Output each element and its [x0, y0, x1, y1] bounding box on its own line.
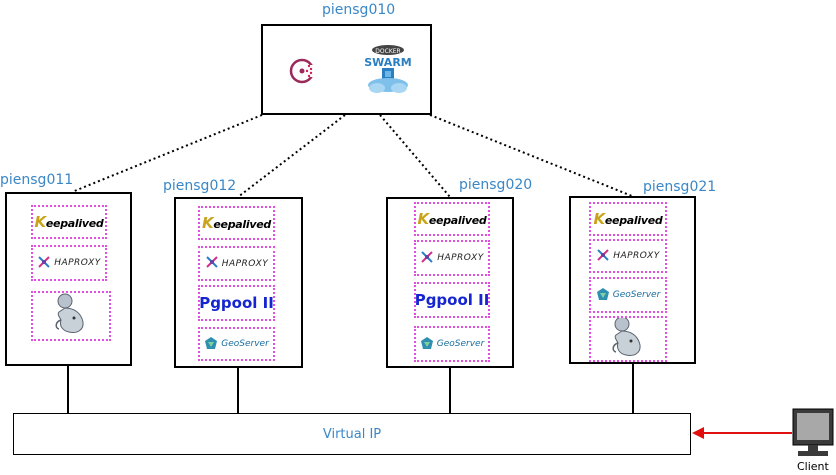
postgresql-elephant-icon	[49, 293, 93, 339]
keepalived-service: Keepalived	[198, 206, 275, 240]
pgpool-label: Pgpool II	[414, 291, 490, 309]
haproxy-icon	[420, 249, 434, 268]
virtual-ip-box: Virtual IP	[13, 413, 691, 455]
pgpool-service: Pgpool II	[198, 285, 275, 321]
geoserver-label: GeoServer	[612, 290, 661, 300]
geoserver-label: GeoServer	[221, 339, 269, 349]
postgresql-elephant-icon	[606, 318, 650, 360]
haproxy-service: HAPROXY	[414, 240, 490, 276]
svg-text:DOCKER: DOCKER	[375, 48, 400, 55]
computer-monitor-icon	[792, 408, 834, 464]
svg-text:SWARM: SWARM	[364, 56, 412, 69]
pgpool-label: Pgpool II	[199, 294, 274, 312]
link-010-020	[379, 114, 451, 198]
node-012-hostname: piensg012	[163, 178, 237, 194]
link-010-011	[71, 114, 263, 193]
haproxy-service: HAPROXY	[31, 245, 107, 281]
geoserver-service: GeoServer	[589, 277, 667, 313]
virtual-ip-label: Virtual IP	[322, 426, 382, 442]
node-011-hostname: piensg011	[0, 172, 74, 188]
pgpool-service: Pgpool II	[414, 282, 490, 318]
link-010-012	[237, 114, 346, 198]
geoserver-label: GeoServer	[436, 339, 485, 349]
haproxy-icon	[596, 247, 610, 266]
keepalived-service: Keepalived	[589, 202, 667, 236]
client-label: Client	[797, 460, 829, 473]
client-arrow-head	[692, 427, 704, 439]
postgres-service	[589, 316, 667, 362]
keepalived-service: Keepalived	[31, 205, 107, 239]
node-piensg021: Keepalived HAPROXY GeoServer	[569, 196, 696, 364]
consul-icon	[287, 56, 317, 90]
haproxy-label: HAPROXY	[613, 251, 660, 261]
haproxy-label: HAPROXY	[221, 258, 269, 269]
geoserver-icon	[420, 335, 434, 354]
haproxy-label: HAPROXY	[54, 258, 101, 268]
node-021-hostname: piensg021	[643, 179, 717, 195]
keepalived-service: Keepalived	[414, 202, 490, 236]
keepalived-logo: Keepalived	[34, 213, 104, 231]
node-piensg011: Keepalived HAPROXY	[5, 192, 132, 366]
docker-swarm-icon: DOCKER SWARM	[363, 42, 413, 102]
manager-node: DOCKER SWARM	[261, 24, 432, 115]
geoserver-icon	[596, 286, 610, 305]
manager-hostname: piensg010	[322, 2, 396, 18]
keepalived-logo: Keepalived	[417, 210, 487, 228]
geoserver-icon	[204, 335, 218, 354]
postgres-service	[31, 291, 111, 341]
haproxy-service: HAPROXY	[198, 246, 275, 281]
keepalived-logo: Keepalived	[202, 214, 271, 232]
haproxy-icon	[37, 254, 51, 273]
geoserver-service: GeoServer	[414, 326, 490, 362]
link-010-021	[429, 114, 633, 197]
haproxy-service: HAPROXY	[589, 239, 667, 273]
haproxy-label: HAPROXY	[437, 253, 484, 263]
node-020-hostname: piensg020	[459, 177, 533, 193]
haproxy-icon	[205, 254, 219, 273]
geoserver-service: GeoServer	[198, 327, 275, 361]
node-piensg020: Keepalived HAPROXY Pgpool II GeoServer	[386, 197, 514, 368]
keepalived-logo: Keepalived	[593, 210, 663, 228]
node-piensg012: Keepalived HAPROXY Pgpool II GeoServer	[174, 197, 303, 368]
